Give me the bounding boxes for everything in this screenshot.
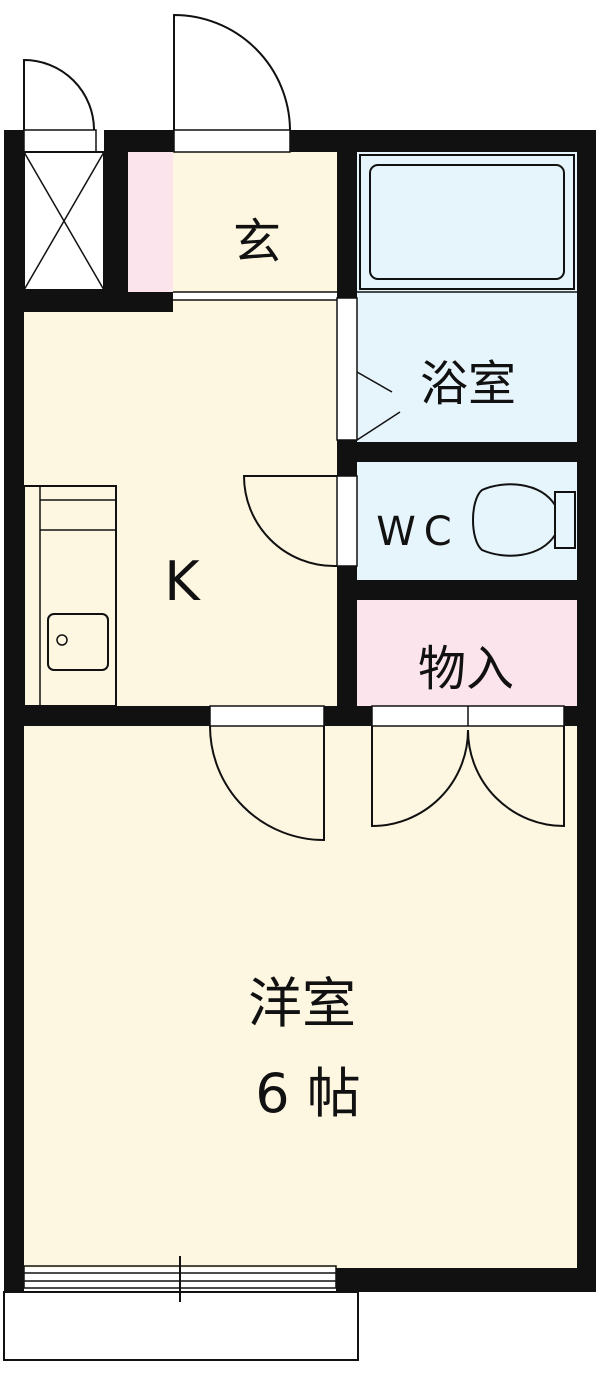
shoe-closet: [23, 151, 105, 291]
bath-label: 浴室: [420, 356, 516, 412]
wc-label: WC: [376, 509, 459, 555]
wall-kitchen-western-mid: [324, 706, 372, 726]
storage-doors: [371, 705, 565, 828]
wall-genkan-bottom: [128, 292, 173, 312]
kitchen-counter: [23, 485, 117, 707]
storage-label: 物入: [418, 641, 514, 697]
wc-floor: [357, 462, 577, 580]
closet-door: [23, 58, 97, 153]
wall-kitchen-western-right: [564, 706, 596, 726]
genkan-pink-strip: [128, 152, 173, 312]
walls: [4, 130, 596, 1292]
western-room-label: 洋室: [248, 972, 356, 1035]
western-room-size: 6 帖: [255, 1062, 361, 1125]
wall-wc-storage: [337, 580, 596, 600]
storage-floor: [357, 600, 577, 706]
wall-bath-wc: [337, 442, 596, 462]
toilet-icon: [472, 483, 576, 557]
wall-kitchen-western-left: [4, 706, 210, 726]
floor-fills: [24, 152, 577, 1268]
balcony: [3, 1291, 359, 1361]
wall-center-lower: [337, 566, 357, 726]
bath-floor: [357, 152, 577, 442]
western-room-floor: [24, 726, 577, 1268]
genkan-step: [173, 291, 337, 301]
balcony-window: [23, 1256, 337, 1302]
wall-bottom-left: [4, 1268, 24, 1292]
kitchen-floor: [24, 300, 337, 706]
wc-door: [242, 475, 358, 567]
bath-door: [336, 297, 401, 441]
entrance-door: [173, 13, 291, 153]
wall-closet-right: [104, 130, 128, 312]
sink-icon: [47, 613, 109, 671]
genkan-label: 玄: [233, 214, 281, 270]
genkan-floor: [173, 152, 337, 292]
wall-closet-bottom: [4, 290, 128, 312]
wall-bottom-right: [336, 1268, 596, 1292]
bathtub: [357, 154, 577, 293]
wall-center-upper: [337, 130, 357, 298]
western-door: [209, 705, 325, 842]
wall-top-right: [290, 130, 596, 152]
kitchen-label: K: [164, 550, 201, 613]
